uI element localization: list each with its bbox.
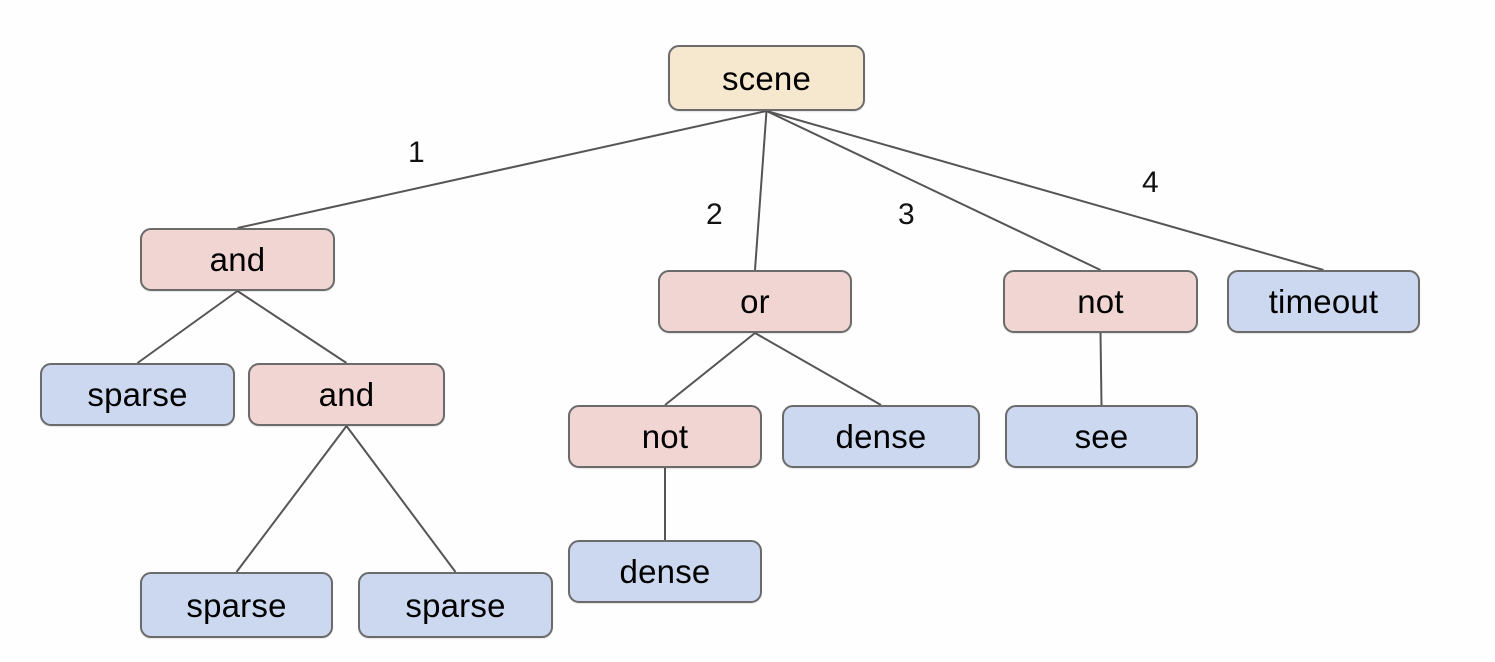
- tree-node-sparse2[interactable]: sparse: [140, 572, 333, 638]
- tree-node-label: and: [209, 241, 266, 278]
- edge-label-3: 3: [898, 198, 915, 231]
- tree-node-label: or: [740, 283, 770, 320]
- tree-node-label: sparse: [405, 586, 506, 624]
- edge-label-1: 1: [408, 136, 425, 169]
- tree-node-or1[interactable]: or: [658, 270, 852, 333]
- tree-node-and1[interactable]: and: [140, 228, 335, 291]
- tree-edge-scene-to-not1: [766, 110, 1101, 271]
- tree-edge-and1-to-and2: [236, 290, 348, 364]
- tree-node-dense1[interactable]: dense: [782, 405, 980, 468]
- tree-node-label: not: [641, 418, 689, 455]
- tree-node-label: dense: [619, 553, 711, 590]
- tree-node-label: and: [318, 376, 375, 413]
- edge-label-2: 2: [706, 198, 723, 231]
- tree-edge-scene-to-and1: [237, 110, 767, 229]
- tree-node-sparse1[interactable]: sparse: [40, 363, 235, 426]
- tree-edge-scene-to-timeout1: [766, 110, 1324, 271]
- tree-node-timeout1[interactable]: timeout: [1227, 270, 1420, 333]
- tree-edge-scene-to-or1: [754, 110, 768, 271]
- tree-node-dense2[interactable]: dense: [568, 540, 762, 603]
- tree-edge-not1-to-see1: [1099, 332, 1103, 406]
- tree-node-label: not: [1077, 283, 1124, 320]
- tree-node-label: scene: [721, 59, 812, 97]
- tree-node-label: dense: [835, 418, 927, 455]
- tree-node-scene[interactable]: scene: [668, 45, 865, 111]
- tree-edge-and2-to-sparse3: [345, 425, 457, 573]
- tree-node-and2[interactable]: and: [248, 363, 445, 426]
- tree-edge-or1-to-not2: [664, 332, 756, 406]
- tree-edge-and2-to-sparse2: [235, 425, 348, 573]
- tree-node-not1[interactable]: not: [1003, 270, 1198, 333]
- tree-edge-and1-to-sparse1: [136, 290, 239, 364]
- tree-node-label: timeout: [1268, 283, 1379, 320]
- tree-node-label: sparse: [186, 586, 287, 624]
- edge-label-4: 4: [1142, 166, 1159, 199]
- tree-node-sparse3[interactable]: sparse: [358, 572, 553, 638]
- tree-node-see1[interactable]: see: [1005, 405, 1198, 468]
- tree-node-label: see: [1074, 418, 1129, 455]
- tree-node-label: sparse: [87, 376, 188, 413]
- tree-node-not2[interactable]: not: [568, 405, 762, 468]
- tree-edge-or1-to-dense1: [754, 332, 882, 406]
